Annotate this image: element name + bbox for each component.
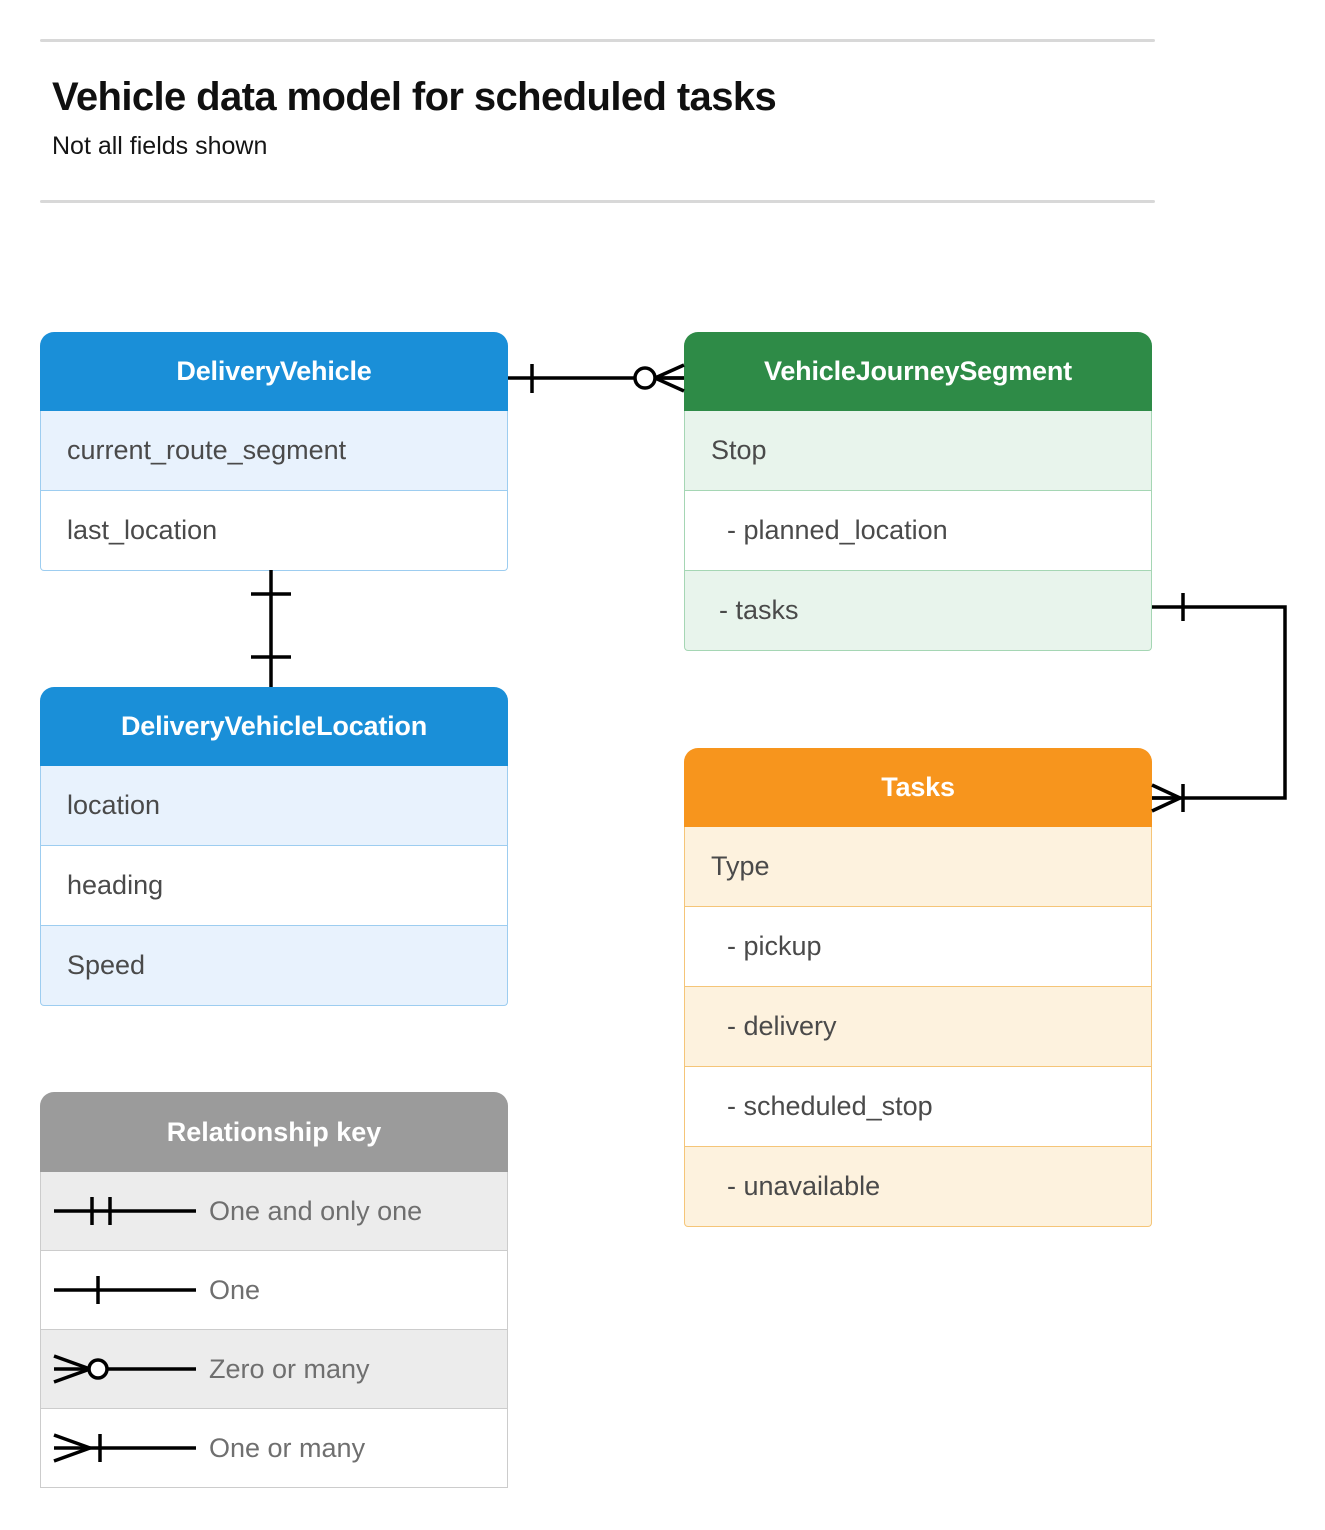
entity-field-row: Speed [40,926,508,1006]
entity-field-row: - unavailable [684,1147,1152,1227]
entity-vehicle-journey-segment[interactable]: VehicleJourneySegment Stop - planned_loc… [684,332,1152,651]
legend-row: One and only one [40,1172,508,1251]
header-divider-bottom [40,200,1155,203]
zero-or-many-icon [41,1349,209,1389]
entity-delivery-vehicle-location[interactable]: DeliveryVehicleLocation location heading… [40,687,508,1006]
connector-vehiclejourneysegment-tasks [1151,593,1287,813]
entity-field-row: - planned_location [684,491,1152,571]
legend-label: Zero or many [209,1353,370,1384]
legend-row: Zero or many [40,1330,508,1409]
one-and-only-one-icon [41,1191,209,1231]
legend-label: One [209,1274,261,1305]
page-title: Vehicle data model for scheduled tasks [52,75,777,119]
one-or-many-icon [41,1428,209,1468]
connector-deliveryvehicle-vehiclejourneysegment [508,363,685,393]
entity-field-row: location [40,766,508,846]
page-subtitle: Not all fields shown [52,132,268,160]
connector-deliveryvehicle-deliveryvehiclelocation [251,570,291,687]
legend-row: One [40,1251,508,1330]
entity-tasks[interactable]: Tasks Type - pickup - delivery - schedul… [684,748,1152,1227]
entity-title-delivery-vehicle: DeliveryVehicle [40,332,508,411]
entity-field-row: - scheduled_stop [684,1067,1152,1147]
entity-field-row: - delivery [684,987,1152,1067]
entity-field-row: current_route_segment [40,411,508,491]
entity-delivery-vehicle[interactable]: DeliveryVehicle current_route_segment la… [40,332,508,571]
entity-field-row: last_location [40,491,508,571]
entity-field-row: - tasks [684,571,1152,651]
entity-title-tasks: Tasks [684,748,1152,827]
legend-label: One or many [209,1432,366,1463]
legend-label: One and only one [209,1195,423,1226]
entity-title-delivery-vehicle-location: DeliveryVehicleLocation [40,687,508,766]
relationship-key-legend: Relationship key One and only one One [40,1092,508,1488]
legend-row: One or many [40,1409,508,1488]
one-icon [41,1270,209,1310]
legend-title: Relationship key [40,1092,508,1172]
entity-field-row: Stop [684,411,1152,491]
entity-field-row: Type [684,827,1152,907]
header-divider-top [40,39,1155,42]
entity-field-row: - pickup [684,907,1152,987]
entity-field-row: heading [40,846,508,926]
entity-title-vehicle-journey-segment: VehicleJourneySegment [684,332,1152,411]
